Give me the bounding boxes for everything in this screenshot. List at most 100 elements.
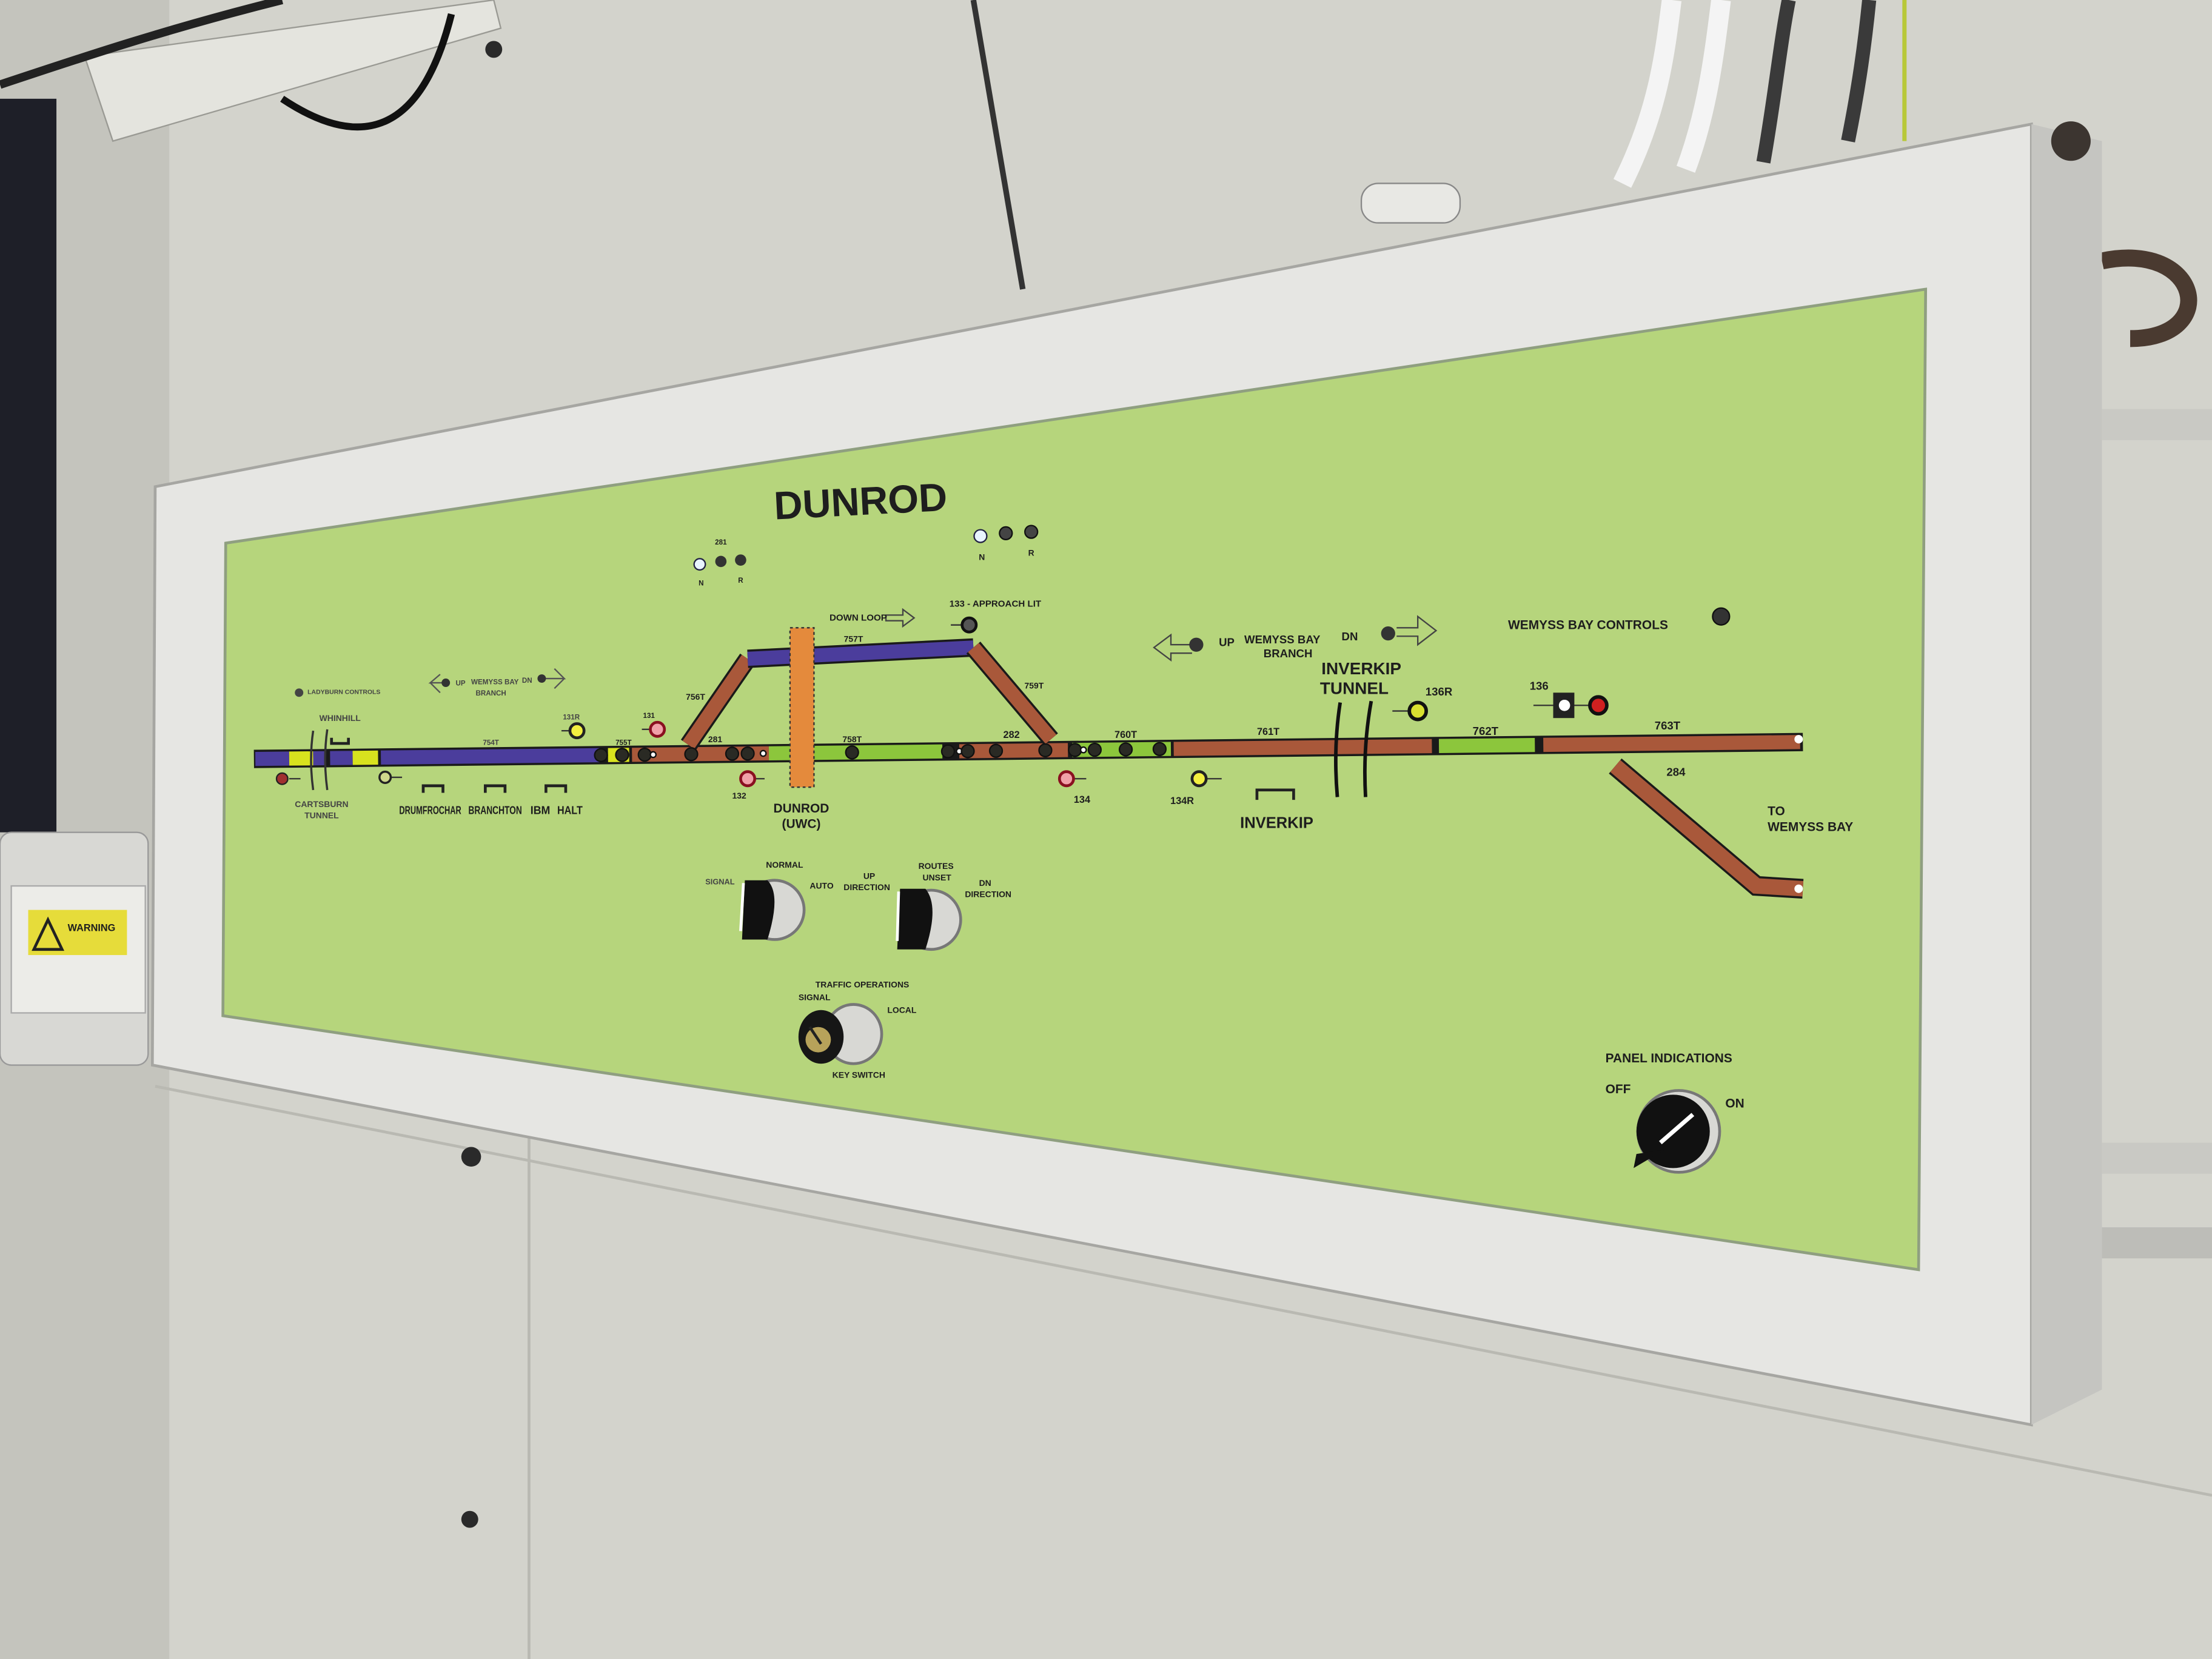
station-inverkip: INVERKIP	[1240, 815, 1313, 832]
label-whinhill: WHINHILL	[320, 713, 361, 723]
label-dn: DN	[522, 677, 532, 685]
track-lamp	[1087, 742, 1102, 757]
cable	[280, 13, 455, 131]
wall-screw	[485, 41, 503, 58]
branch-dn-lamp	[1381, 626, 1395, 641]
rail	[2088, 1227, 2212, 1259]
label-dn-direction-2: DIRECTION	[965, 890, 1011, 899]
signal-136r[interactable]	[1392, 700, 1429, 722]
panel-indications-switch[interactable]	[1634, 1089, 1721, 1174]
label-uwc: (UWC)	[782, 817, 821, 831]
label-wemyss-bay: WEMYSS BAY	[471, 678, 519, 686]
lamp-281-reverse	[735, 554, 746, 566]
station-branchton: BRANCHTON	[468, 803, 521, 816]
track-lamp	[740, 746, 755, 761]
label-unset: UNSET	[923, 873, 952, 882]
label-763t: 763T	[1655, 719, 1681, 732]
label-branch: BRANCH	[1264, 647, 1313, 660]
signal-131[interactable]	[642, 720, 666, 738]
wire	[970, 0, 1026, 290]
switch-handle[interactable]	[897, 888, 933, 950]
label-282-n: N	[979, 552, 985, 562]
track-lamp	[1038, 743, 1053, 758]
label-points-281: 281	[708, 734, 723, 744]
label-759t: 759T	[1024, 680, 1044, 690]
signal-131r[interactable]	[561, 722, 586, 740]
label-branch: BRANCH	[475, 689, 506, 697]
signal-778[interactable]	[378, 770, 403, 784]
dark-pillar	[0, 98, 57, 833]
traffic-operations-key-switch[interactable]	[798, 1003, 883, 1065]
track-lamp	[615, 748, 629, 762]
label-key-switch: KEY SWITCH	[833, 1070, 885, 1079]
points-281-indicators	[693, 554, 746, 571]
label-key-signal: SIGNAL	[799, 993, 831, 1002]
warning-sticker	[28, 910, 127, 956]
label-dunrod-crossing: DUNROD	[774, 802, 830, 816]
label-wemyss-bay-controls: WEMYSS BAY CONTROLS	[1508, 618, 1668, 632]
track-section	[1438, 737, 1535, 753]
label-757t: 757T	[844, 634, 863, 644]
track-lamp	[940, 744, 956, 759]
signal-134r[interactable]	[1190, 770, 1222, 788]
signal-133[interactable]	[951, 616, 978, 634]
lamp-281-mid	[715, 555, 727, 568]
wall-seam	[155, 1085, 2212, 1497]
lamp-282-normal	[973, 529, 988, 543]
cable-white	[1676, 0, 1731, 173]
signal-111[interactable]	[275, 772, 301, 785]
track-284	[1610, 760, 1804, 897]
label-136: 136	[1530, 680, 1549, 692]
wemyss-controls-lamp	[1712, 607, 1731, 626]
label-signal: SIGNAL	[705, 877, 734, 886]
cable-dark	[1756, 0, 1796, 164]
label-panel-indications: PANEL INDICATIONS	[1606, 1051, 1732, 1065]
points-282-indicators	[973, 525, 1039, 543]
arrow-left-icon	[1153, 633, 1192, 662]
track-section	[1543, 735, 1800, 752]
label-132: 132	[732, 791, 746, 800]
label-282-r: R	[1028, 548, 1034, 558]
track-lamps	[594, 742, 1167, 763]
frame-bolt	[2051, 121, 2091, 161]
track-lamp	[725, 746, 740, 761]
label-136r: 136R	[1426, 685, 1453, 698]
signal-mode-switch[interactable]	[739, 879, 806, 941]
label-on: ON	[1725, 1096, 1744, 1110]
label-131r: 131R	[563, 714, 580, 722]
label-281-r: R	[738, 577, 743, 585]
wall-screw	[461, 1147, 481, 1167]
label-281-lamps: 281	[715, 538, 727, 546]
down-loop-arrow-icon	[885, 608, 916, 628]
label-cartsburn: CARTSBURN	[295, 799, 348, 809]
lit-route-lamp	[649, 751, 657, 759]
label-tunnel: TUNNEL	[304, 810, 339, 820]
signal-136[interactable]	[1533, 692, 1609, 719]
label-762t: 762T	[1473, 725, 1499, 737]
signal-134[interactable]	[1057, 770, 1087, 788]
track-lamp	[1118, 742, 1133, 757]
label-760t: 760T	[1114, 729, 1137, 740]
track-lamp	[1152, 742, 1167, 756]
label-134: 134	[1074, 794, 1090, 805]
label-755t: 755T	[615, 739, 632, 746]
rail	[2088, 1142, 2212, 1174]
track-lamp	[845, 745, 859, 760]
label-traffic-operations: TRAFFIC OPERATIONS	[816, 980, 910, 990]
warning-text: WARNING	[68, 923, 116, 934]
label-up-direction-2: DIRECTION	[843, 882, 890, 892]
switch-handle[interactable]	[742, 880, 775, 940]
level-crossing-dunrod	[789, 627, 815, 788]
label-to: TO	[1768, 805, 1785, 819]
label-normal: NORMAL	[766, 860, 803, 870]
label-down-loop: DOWN LOOP	[830, 613, 887, 623]
direction-switch[interactable]	[896, 888, 962, 951]
label-131: 131	[643, 712, 655, 720]
branch-up-lamp	[1189, 637, 1204, 652]
label-up: UP	[1219, 636, 1235, 649]
track-end-lamp	[1794, 735, 1803, 744]
signal-132[interactable]	[739, 770, 765, 788]
arrow-right-icon	[545, 668, 566, 689]
label-758t: 758T	[842, 734, 862, 744]
station-ibm: IBM	[531, 803, 551, 816]
